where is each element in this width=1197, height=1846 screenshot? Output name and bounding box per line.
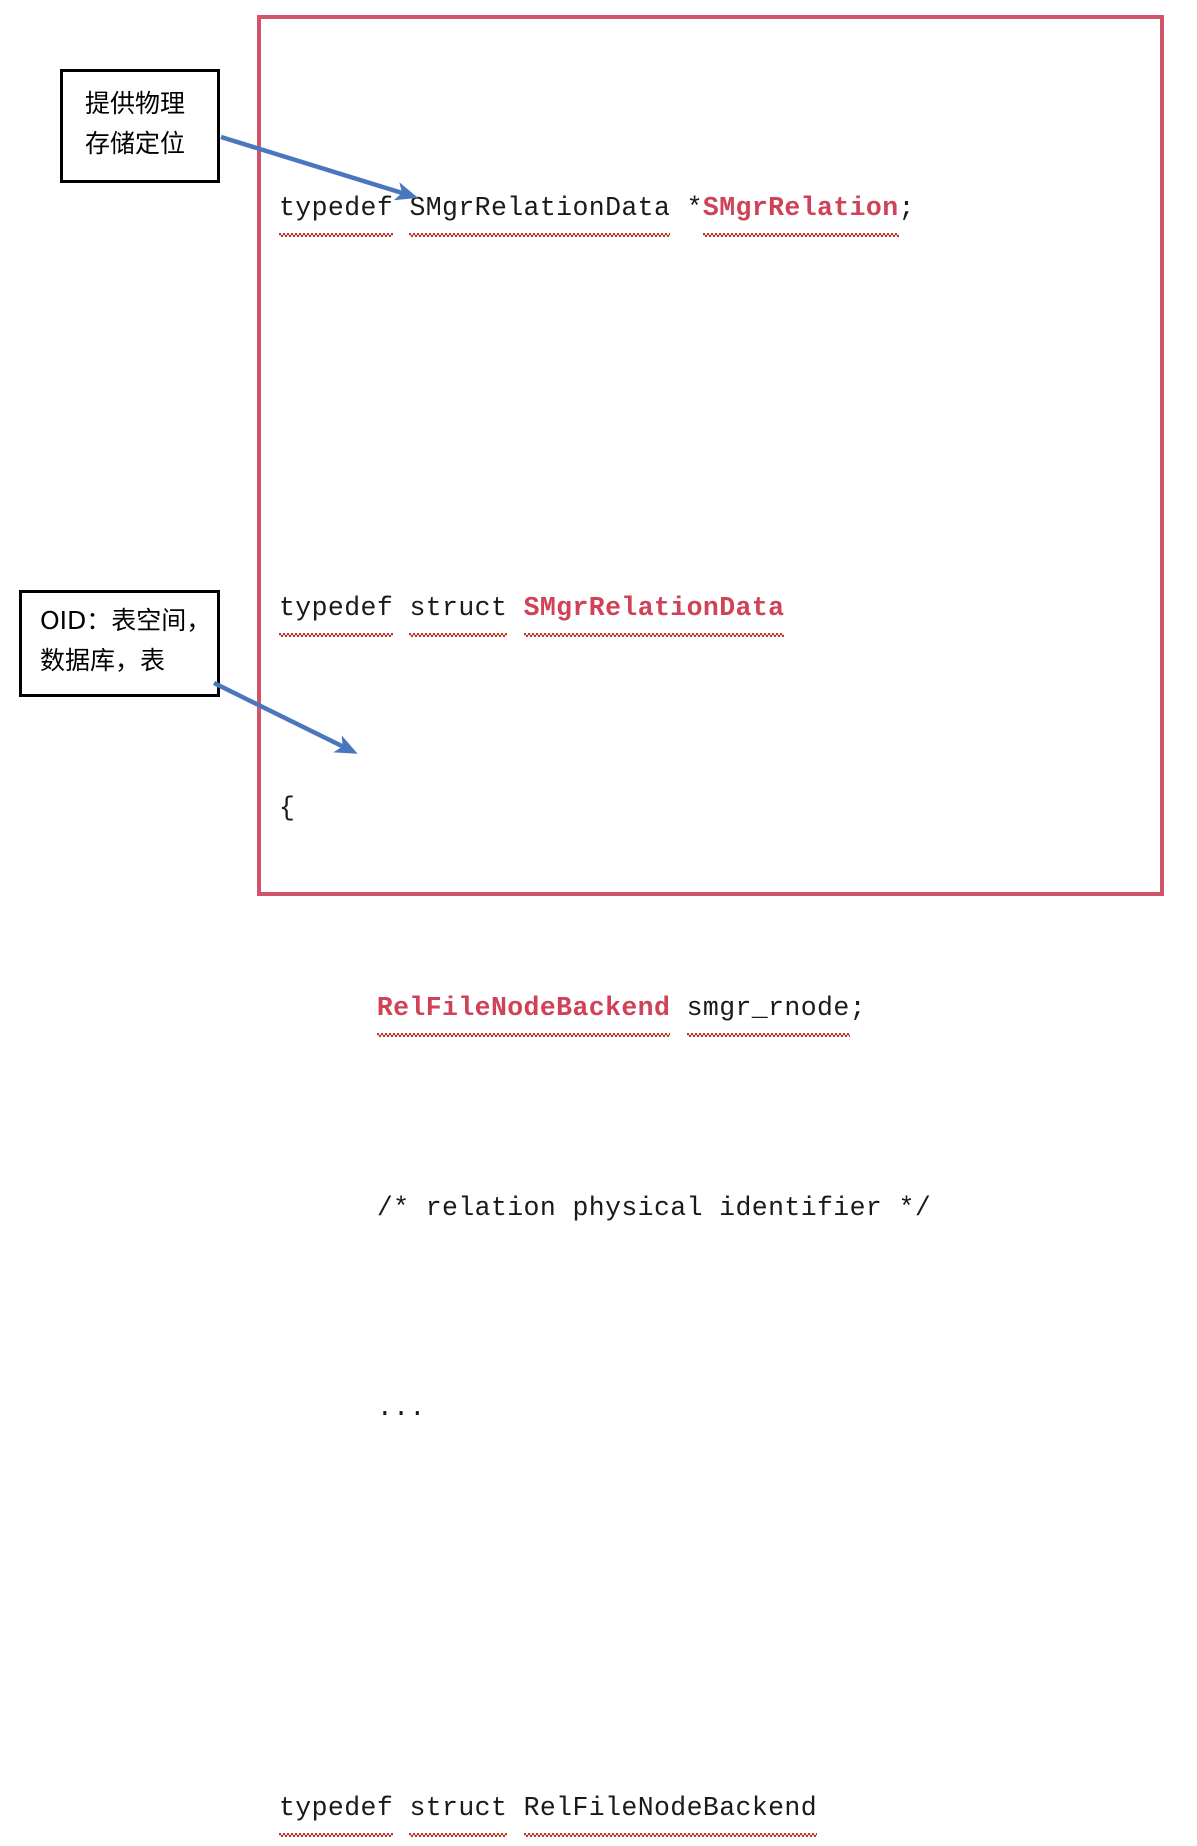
callout-line: 数据库，表: [40, 646, 166, 675]
callout-line: 提供物理: [85, 89, 186, 118]
comment-relation-physical: /* relation physical identifier */: [376, 1193, 932, 1223]
code-panel: typedef SMgrRelationData *SMgrRelation; …: [257, 15, 1164, 1837]
code-line-comment: /* relation physical identifier */: [279, 1183, 1159, 1233]
code-line-ellipsis: ...: [279, 1383, 1159, 1433]
token-brace-open: {: [279, 793, 296, 823]
code-line: typedef struct RelFileNodeBackend: [279, 1783, 1159, 1837]
code-line-blank: [279, 383, 1159, 433]
code-line: typedef SMgrRelationData *SMgrRelation;: [279, 183, 1159, 237]
token-struct: struct: [409, 583, 508, 637]
token-smgr-relation: SMgrRelation: [702, 183, 899, 237]
token-smgr-relation-data: SMgrRelationData: [409, 183, 671, 237]
token-rel-file-node-backend-decl: RelFileNodeBackend: [523, 1783, 818, 1837]
callout-oid-meaning: OID：表空间， 数据库，表: [19, 590, 220, 697]
code-block: typedef SMgrRelationData *SMgrRelation; …: [279, 33, 1159, 1846]
code-line: {: [279, 783, 1159, 833]
token-semicolon: ;: [898, 193, 915, 223]
token-typedef: typedef: [279, 583, 394, 637]
token-rel-file-node-backend: RelFileNodeBackend: [376, 983, 671, 1037]
callout-line: 存储定位: [85, 129, 186, 158]
code-line: RelFileNodeBackend smgr_rnode;: [279, 983, 1159, 1037]
code-line-blank: [279, 1583, 1159, 1633]
token-typedef: typedef: [279, 1783, 394, 1837]
token-smgr-relation-data-decl: SMgrRelationData: [523, 583, 785, 637]
callout-line: OID：表空间，: [40, 606, 212, 635]
token-smgr-rnode: smgr_rnode: [686, 983, 850, 1037]
code-line: typedef struct SMgrRelationData: [279, 583, 1159, 637]
callout-physical-storage: 提供物理 存储定位: [60, 69, 220, 183]
token-ellipsis: ...: [376, 1393, 426, 1423]
token-semicolon: ;: [849, 993, 866, 1023]
token-asterisk: *: [686, 193, 703, 223]
token-typedef: typedef: [279, 183, 394, 237]
token-struct: struct: [409, 1783, 508, 1837]
